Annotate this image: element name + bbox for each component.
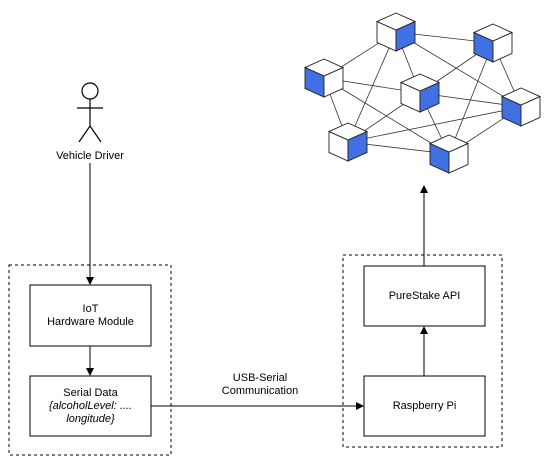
network-node-cube — [399, 73, 441, 113]
network-node-cube — [327, 122, 369, 162]
raspberry-pi-label: Raspberry Pi — [392, 399, 457, 412]
driver-actor-icon — [77, 82, 103, 143]
network-link — [347, 31, 397, 143]
server-group-frame — [342, 254, 503, 448]
hardware-module-label: IoT Hardware Module — [30, 285, 151, 346]
hardware-line-2: Hardware Module — [47, 315, 134, 328]
network-node-cube — [375, 12, 417, 52]
network-link — [395, 31, 522, 108]
network-node-cube — [303, 58, 345, 98]
connection-line-1: USB-Serial — [232, 372, 288, 384]
serial-data-box — [29, 375, 152, 437]
network-node-cube — [472, 23, 514, 63]
network-node-cube — [428, 134, 470, 174]
hardware-module-box — [29, 284, 152, 347]
network-link — [448, 42, 494, 155]
serial-data-label: Serial Data {alcoholLevel: .... longitud… — [30, 376, 151, 436]
network-node-cube — [500, 87, 542, 127]
serial-line-2: {alcoholLevel: .... — [48, 399, 133, 412]
purestake-api-label: PureStake API — [388, 289, 461, 302]
driver-label: Vehicle Driver — [56, 150, 124, 162]
serial-line-3: longitude} — [66, 412, 115, 425]
raspberry-pi-box — [363, 375, 486, 437]
hardware-line-1: IoT — [82, 302, 99, 315]
serial-line-1: Serial Data — [63, 386, 118, 399]
network-link — [347, 106, 522, 143]
connection-label: USB-Serial Communication — [205, 370, 315, 400]
connection-line-2: Communication — [221, 385, 299, 397]
blockchain-network-icon — [303, 12, 542, 174]
